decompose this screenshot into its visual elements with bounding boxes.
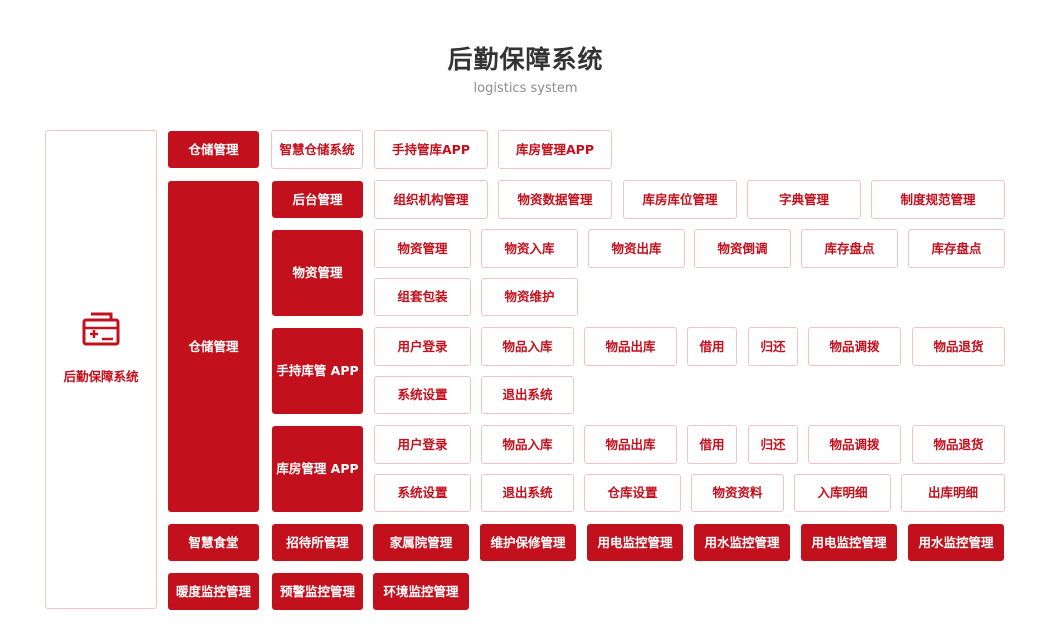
module-item[interactable]: 库存盘点: [801, 229, 898, 268]
category-alarm-monitor[interactable]: 预警监控管理: [272, 573, 363, 610]
module-item[interactable]: 物品调拨: [808, 327, 901, 366]
page-title: 后勤保障系统: [447, 45, 604, 74]
category-environment-monitor[interactable]: 环境监控管理: [373, 573, 469, 610]
module-item[interactable]: 归还: [748, 425, 798, 464]
module-item[interactable]: 系统设置: [374, 376, 471, 414]
storage-category-main[interactable]: 仓储管理: [168, 181, 259, 512]
category-power-monitor[interactable]: 用电监控管理: [801, 524, 897, 561]
module-item[interactable]: 物品调拨: [808, 425, 901, 464]
module-item[interactable]: 物资入库: [481, 229, 578, 268]
module-item[interactable]: 退出系统: [481, 376, 574, 414]
storage-category-top[interactable]: 仓储管理: [168, 131, 259, 168]
module-item[interactable]: 制度规范管理: [871, 180, 1005, 219]
module-item[interactable]: 物品退货: [912, 425, 1005, 464]
module-item[interactable]: 组织机构管理: [374, 180, 488, 219]
module-item[interactable]: 退出系统: [481, 474, 574, 512]
module-item[interactable]: 物品入库: [481, 425, 574, 464]
module-item[interactable]: 用户登录: [374, 327, 471, 366]
module-item[interactable]: 借用: [687, 327, 737, 366]
group-handheld-app[interactable]: 手持库管 APP: [272, 328, 363, 414]
module-item[interactable]: 物资资料: [691, 474, 784, 512]
module-item[interactable]: 组套包装: [374, 278, 471, 316]
module-item[interactable]: 物资出库: [588, 229, 685, 268]
system-panel: [45, 130, 157, 609]
category-water-monitor[interactable]: 用水监控管理: [694, 524, 790, 561]
category-heating-monitor[interactable]: 暖度监控管理: [168, 573, 259, 610]
module-item[interactable]: 物资管理: [374, 229, 471, 268]
category-water-monitor[interactable]: 用水监控管理: [908, 524, 1004, 561]
module-item[interactable]: 智慧仓储系统: [271, 130, 363, 169]
module-item[interactable]: 库房库位管理: [623, 180, 737, 219]
group-backend[interactable]: 后台管理: [272, 181, 363, 218]
module-item[interactable]: 手持管库APP: [374, 130, 488, 169]
module-item[interactable]: 库房管理APP: [498, 130, 612, 169]
group-materials[interactable]: 物资管理: [272, 230, 363, 316]
module-item[interactable]: 库存盘点: [908, 229, 1005, 268]
module-item[interactable]: 物品退货: [912, 327, 1005, 366]
module-item[interactable]: 系统设置: [374, 474, 471, 512]
page-subtitle: logistics system: [473, 81, 578, 96]
module-item[interactable]: 物资维护: [481, 278, 578, 316]
module-item[interactable]: 物品出库: [584, 327, 677, 366]
module-item[interactable]: 物资数据管理: [498, 180, 612, 219]
category-power-monitor[interactable]: 用电监控管理: [587, 524, 683, 561]
system-label: 后勤保障系统: [63, 369, 139, 384]
module-item[interactable]: 物品入库: [481, 327, 574, 366]
module-item[interactable]: 用户登录: [374, 425, 471, 464]
category-family-compound[interactable]: 家属院管理: [373, 524, 469, 561]
module-item[interactable]: 出库明细: [901, 474, 1005, 512]
module-item[interactable]: 归还: [748, 327, 798, 366]
module-item[interactable]: 借用: [687, 425, 737, 464]
category-guesthouse[interactable]: 招待所管理: [272, 524, 363, 561]
module-item[interactable]: 仓库设置: [584, 474, 681, 512]
module-item[interactable]: 字典管理: [747, 180, 861, 219]
category-smart-canteen[interactable]: 智慧食堂: [168, 524, 259, 561]
group-warehouse-app[interactable]: 库房管理 APP: [272, 426, 363, 512]
medical-kit-icon: [82, 312, 120, 346]
category-maintenance[interactable]: 维护保修管理: [480, 524, 576, 561]
module-item[interactable]: 入库明细: [794, 474, 891, 512]
module-item[interactable]: 物资倒调: [694, 229, 791, 268]
module-item[interactable]: 物品出库: [584, 425, 677, 464]
